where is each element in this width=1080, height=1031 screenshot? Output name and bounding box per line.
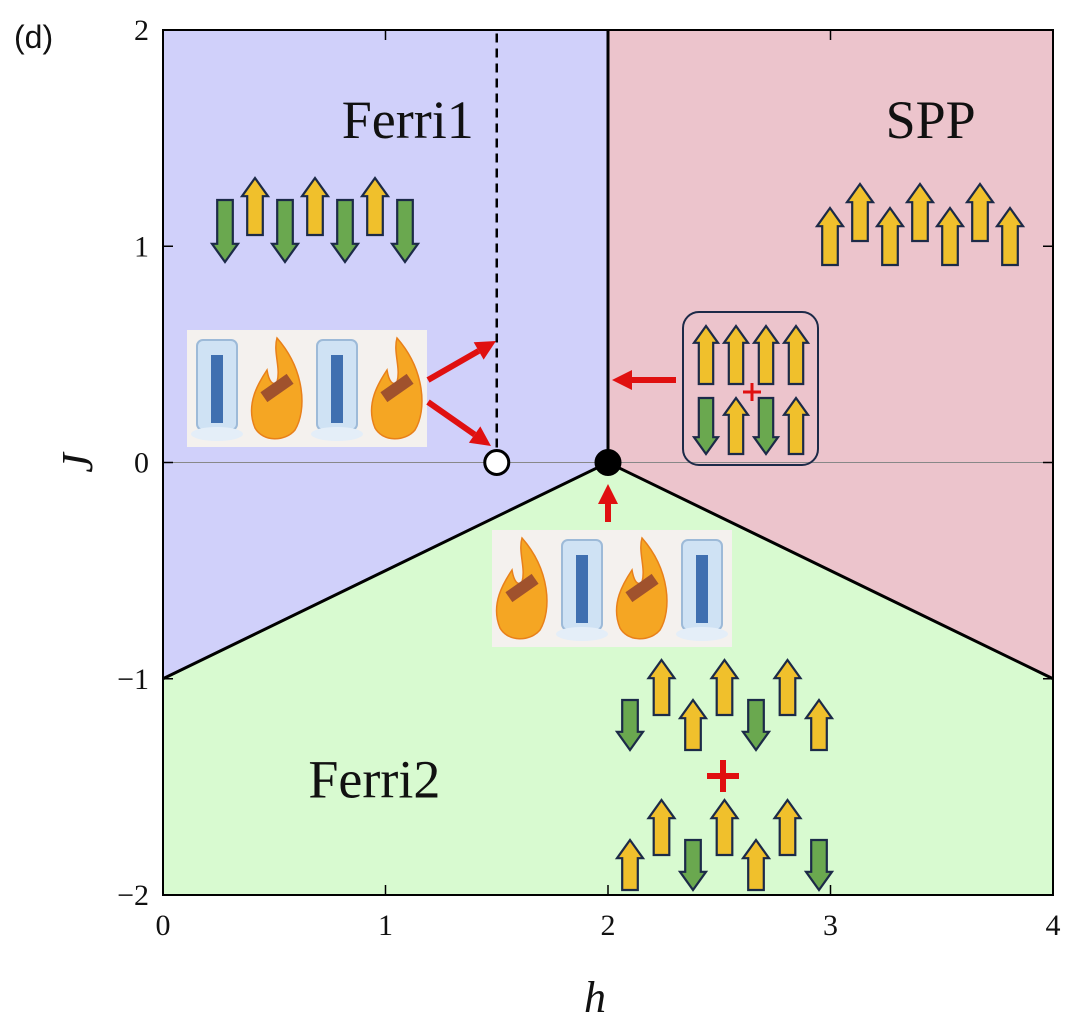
plus-sign-icon bbox=[707, 760, 739, 792]
spin-up-arrow-icon bbox=[803, 698, 835, 752]
spin-up-arrow-icon bbox=[814, 206, 846, 267]
x-tick-label: 2 bbox=[601, 909, 616, 942]
filled-critical-point bbox=[594, 449, 622, 476]
ice-puddle-icon bbox=[311, 427, 363, 441]
ice-puddle-icon bbox=[676, 627, 728, 641]
spin-up-arrow-icon bbox=[964, 182, 996, 243]
y-tick-label: −1 bbox=[117, 663, 149, 696]
ice-puddle-icon bbox=[556, 627, 608, 641]
red-pointer-arrowhead bbox=[612, 370, 632, 390]
spin-up-arrow-icon bbox=[772, 658, 803, 717]
panel-label: (d) bbox=[14, 19, 53, 55]
spin-up-arrow-icon bbox=[994, 206, 1026, 267]
red-pointer-arrowhead bbox=[468, 426, 491, 446]
spin-down-arrow-icon bbox=[389, 198, 421, 264]
spin-up-arrow-icon bbox=[359, 176, 391, 237]
spin-down-arrow-icon bbox=[614, 698, 646, 752]
red-pointer-arrow bbox=[426, 348, 481, 383]
spin-up-arrow-icon bbox=[646, 798, 677, 857]
spin-down-arrow-icon bbox=[269, 198, 301, 264]
spin-up-arrow-icon bbox=[781, 324, 811, 386]
x-tick-label: 4 bbox=[1046, 909, 1061, 942]
spin-up-arrow-icon bbox=[299, 176, 331, 237]
log-icon bbox=[625, 573, 659, 603]
log-icon bbox=[380, 373, 414, 403]
ice-glyph-icon bbox=[211, 355, 223, 423]
x-tick-label: 1 bbox=[378, 909, 393, 942]
y-axis-label: J bbox=[53, 451, 102, 473]
y-tick-label: 2 bbox=[134, 14, 149, 47]
x-tick-label: 0 bbox=[156, 909, 171, 942]
spin-up-arrow-icon bbox=[874, 206, 906, 267]
ice-glyph-icon bbox=[331, 355, 343, 423]
red-pointer-arrowhead bbox=[598, 484, 618, 504]
region-label-ferri1: Ferri1 bbox=[342, 90, 474, 150]
y-tick-label: 0 bbox=[134, 447, 149, 480]
ice-glyph-icon bbox=[576, 555, 588, 623]
spin-up-arrow-icon bbox=[904, 182, 936, 243]
spin-down-arrow-icon bbox=[677, 838, 709, 892]
spin-down-arrow-icon bbox=[751, 396, 781, 456]
y-tick-label: −2 bbox=[117, 879, 149, 912]
log-icon bbox=[260, 373, 294, 403]
x-tick-label: 3 bbox=[823, 909, 838, 942]
spin-up-arrow-icon bbox=[709, 658, 740, 717]
coexistence-box bbox=[682, 311, 819, 466]
spin-up-arrow-icon bbox=[239, 176, 271, 237]
spin-up-arrow-icon bbox=[781, 396, 811, 456]
open-critical-point bbox=[483, 449, 511, 476]
ice-glyph-icon bbox=[696, 555, 708, 623]
plus-sign-icon bbox=[743, 383, 761, 401]
spin-down-arrow-icon bbox=[691, 396, 721, 456]
spin-up-arrow-icon bbox=[614, 838, 646, 892]
spin-up-arrow-icon bbox=[721, 324, 751, 386]
spin-up-arrow-icon bbox=[844, 182, 876, 243]
spin-down-arrow-icon bbox=[740, 698, 772, 752]
spin-up-arrow-icon bbox=[721, 396, 751, 456]
spin-up-arrow-icon bbox=[709, 798, 740, 857]
spin-down-arrow-icon bbox=[209, 198, 241, 264]
red-pointer-arrowhead bbox=[473, 341, 496, 360]
region-label-spp: SPP bbox=[886, 90, 976, 150]
x-axis-label: h bbox=[584, 973, 606, 1022]
spin-down-arrow-icon bbox=[329, 198, 361, 264]
spin-up-arrow-icon bbox=[772, 798, 803, 857]
region-label-ferri2: Ferri2 bbox=[308, 750, 440, 810]
ice-puddle-icon bbox=[191, 427, 243, 441]
spin-up-arrow-icon bbox=[934, 206, 966, 267]
spin-up-arrow-icon bbox=[740, 838, 772, 892]
red-pointer-arrow bbox=[426, 399, 477, 438]
spin-up-arrow-icon bbox=[691, 324, 721, 386]
spin-up-arrow-icon bbox=[646, 658, 677, 717]
y-tick-label: 1 bbox=[134, 230, 149, 263]
spin-up-arrow-icon bbox=[677, 698, 709, 752]
log-icon bbox=[505, 573, 539, 603]
spin-down-arrow-icon bbox=[803, 838, 835, 892]
spin-up-arrow-icon bbox=[751, 324, 781, 386]
